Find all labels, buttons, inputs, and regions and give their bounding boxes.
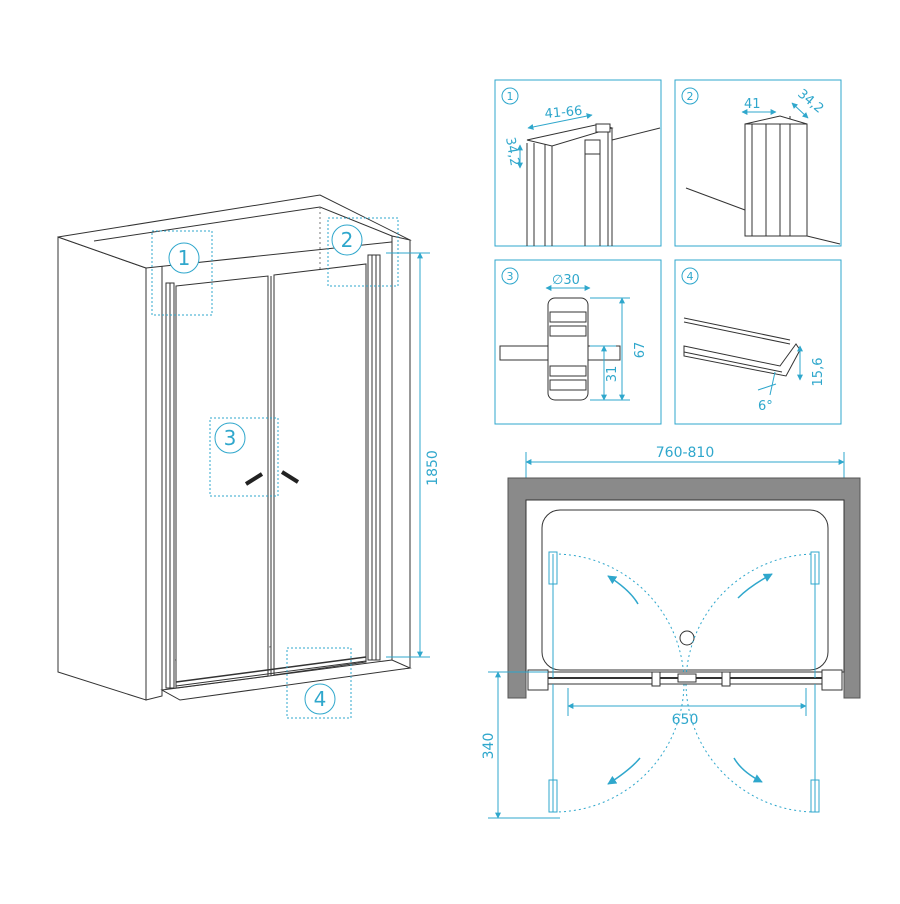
detail-3-number: 3 — [507, 270, 514, 283]
perspective-view — [57, 194, 412, 701]
callout-3-box: 3 — [209, 417, 279, 497]
detail-3-diameter-label: ∅30 — [552, 273, 580, 288]
detail-3-inner-label: 31 — [605, 366, 620, 383]
right-door-glass — [273, 263, 367, 676]
floor-threshold — [160, 659, 412, 701]
opening-width-label: 650 — [672, 712, 699, 728]
detail-1-number: 1 — [507, 90, 514, 103]
drain — [679, 630, 695, 646]
detail-3-length-label: 67 — [633, 342, 648, 359]
detail-4-number: 4 — [687, 270, 694, 283]
left-wall — [57, 236, 147, 701]
height-dimension — [386, 252, 430, 658]
callout-1-box: 1 — [151, 230, 213, 316]
callout-4-label: 4 — [314, 687, 327, 711]
callout-1-label: 1 — [178, 246, 191, 270]
plan-view: 760-810 — [481, 445, 861, 819]
left-door-glass — [175, 275, 269, 689]
right-wall — [391, 235, 411, 671]
detail-1-panel: 1 41-66 34,2 — [494, 79, 662, 247]
callout-2-label: 2 — [341, 228, 354, 252]
left-wall-side — [145, 261, 163, 701]
detail-2-panel: 2 41 34,2 — [674, 79, 842, 247]
swing-depth-label: 340 — [481, 733, 497, 760]
right-wall-profile — [367, 254, 381, 661]
detail-2-width-label: 41 — [744, 97, 761, 112]
handle-left — [244, 472, 264, 486]
callout-2-box: 2 — [327, 217, 399, 287]
detail-3-panel: 3 ∅30 67 31 — [494, 259, 662, 425]
total-width-label: 760-810 — [656, 445, 715, 461]
detail-2-number: 2 — [687, 90, 694, 103]
detail-1-width-label: 41-66 — [544, 104, 583, 122]
detail-4-panel: 4 15,6 6° — [674, 259, 842, 425]
detail-1-depth-label: 34,2 — [502, 136, 522, 167]
height-dimension-label: 1850 — [425, 450, 441, 486]
callout-3-label: 3 — [224, 426, 237, 450]
detail-4-angle-label: 6° — [758, 399, 773, 414]
handle-right — [280, 470, 300, 484]
detail-4-height-label: 15,6 — [811, 358, 826, 387]
callout-4-box: 4 — [286, 647, 352, 719]
